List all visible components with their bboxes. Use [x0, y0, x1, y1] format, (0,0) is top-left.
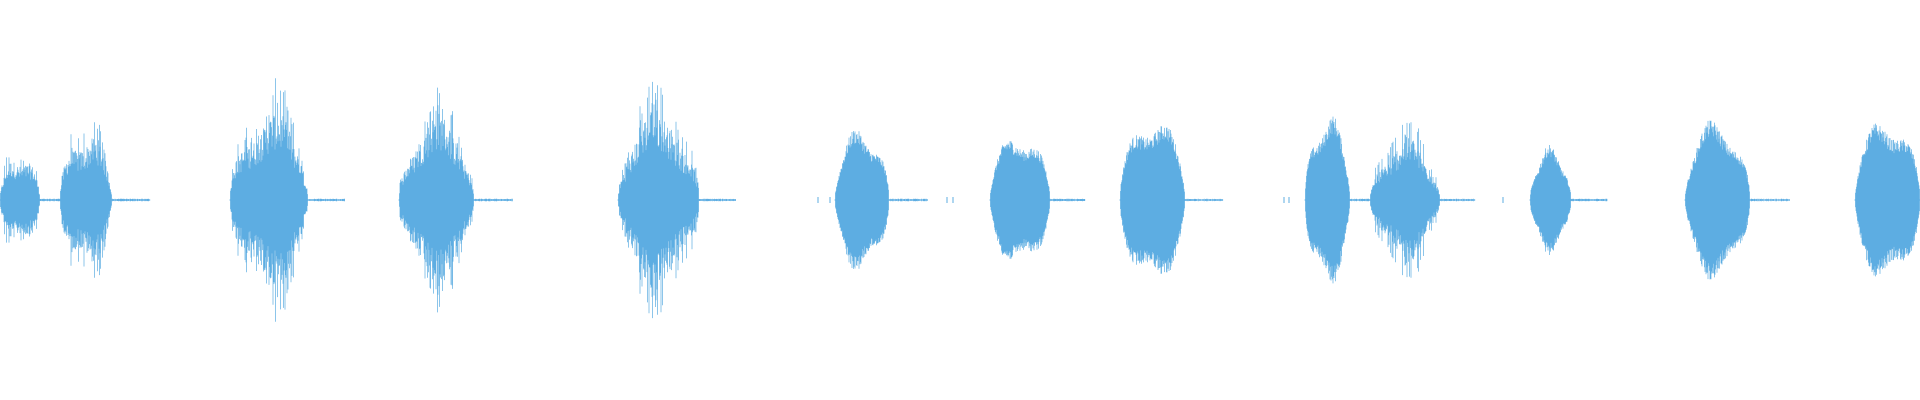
waveform-amplitude-trace — [0, 78, 1920, 322]
waveform-bars — [0, 78, 1920, 322]
